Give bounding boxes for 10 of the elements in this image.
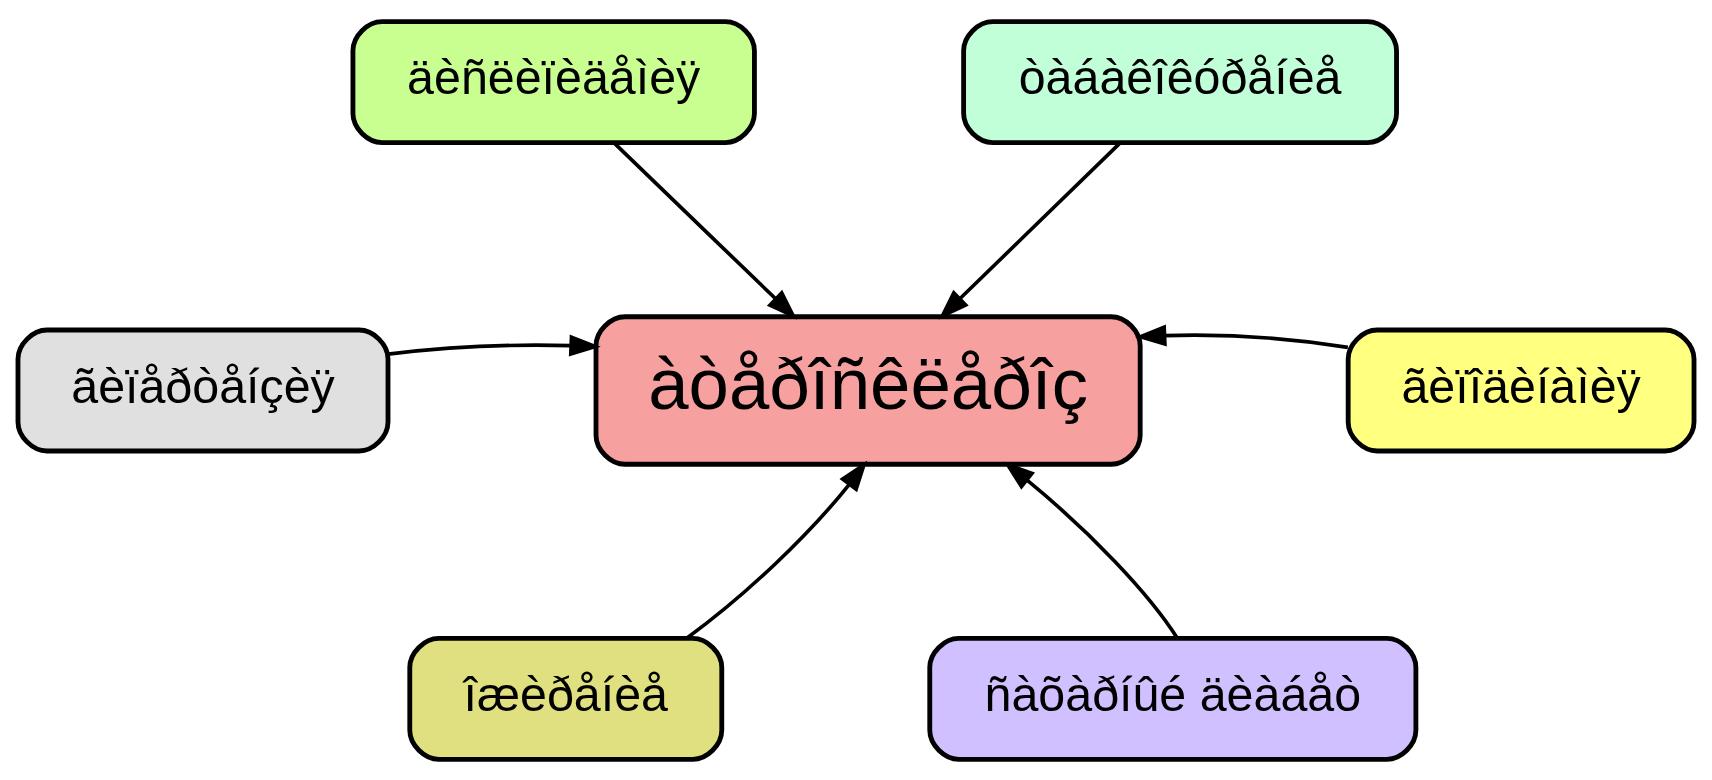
node-box: îæèðåíèå — [407, 635, 725, 762]
node-box: ãèïåðòåíçèÿ — [15, 327, 391, 453]
node-box: àòåðîñêëåðîç — [593, 313, 1143, 467]
node-box: ñàõàðíûé äèàáåò — [927, 635, 1419, 762]
node-box: òàáàêîêóðåíèå — [961, 18, 1399, 145]
node-box: ãèïîäèíàìèÿ — [1345, 327, 1697, 453]
arrow — [1003, 460, 1179, 639]
node-box: äèñëèïèäåìèÿ — [350, 18, 757, 145]
arrow — [1134, 324, 1349, 349]
arrow — [387, 334, 601, 357]
